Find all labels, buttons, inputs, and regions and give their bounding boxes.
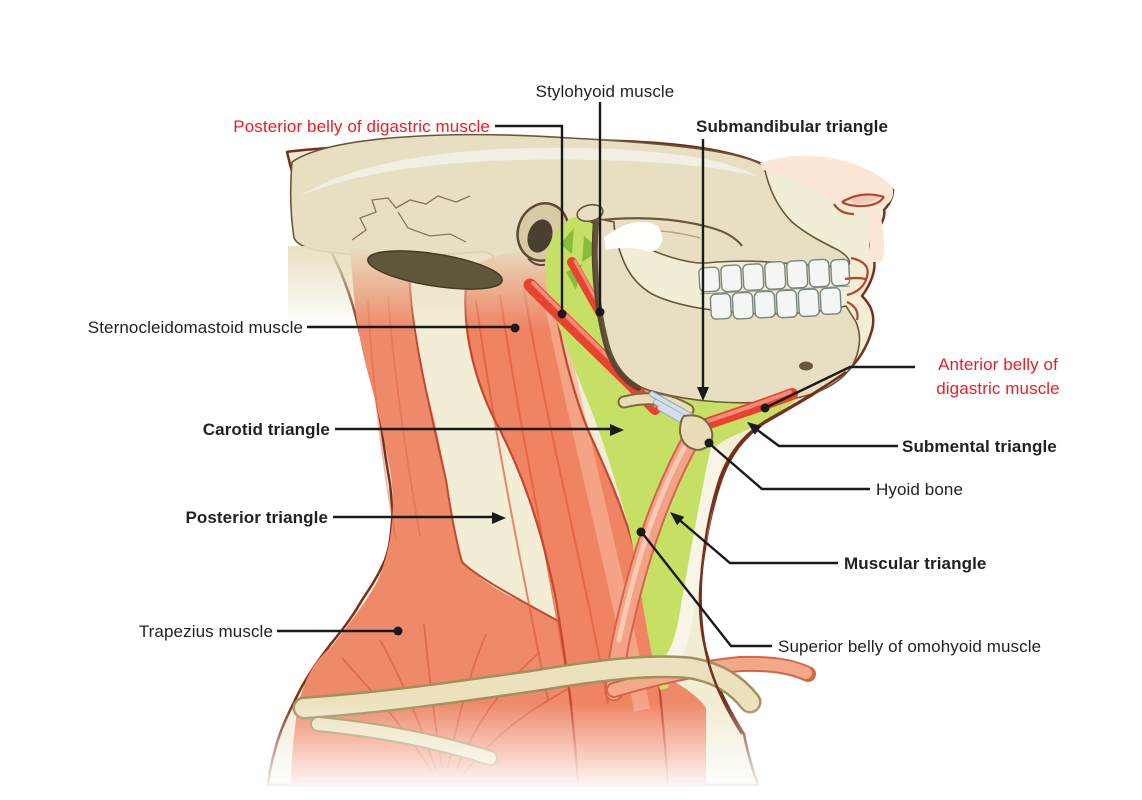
neck-profile-line xyxy=(699,370,847,735)
leader-omohyoid xyxy=(642,533,772,648)
mandibular-notch-highlight xyxy=(604,222,663,252)
leader-lines xyxy=(277,102,915,648)
label-posterior-belly-digastric: Posterior belly of digastric muscle xyxy=(233,117,490,136)
nuchal-slit xyxy=(367,250,503,290)
nose-lips-detail xyxy=(833,193,885,321)
leader-dots xyxy=(393,307,770,636)
skull-cap-highlight xyxy=(300,147,756,196)
label-muscular-triangle: Muscular triangle xyxy=(844,554,987,573)
label-submandibular-triangle: Submandibular triangle xyxy=(696,117,889,136)
leader-posterior-digastric xyxy=(495,124,564,311)
label-trapezius-muscle: Trapezius muscle xyxy=(138,622,273,641)
label-sternocleidomastoid-muscle: Sternocleidomastoid muscle xyxy=(87,318,303,337)
leader-hyoid xyxy=(710,444,870,491)
mental-foramen xyxy=(799,361,813,371)
teeth xyxy=(698,258,851,320)
label-submental-triangle: Submental triangle xyxy=(902,437,1057,456)
leader-muscular xyxy=(675,516,838,565)
bottom-fade xyxy=(220,702,940,800)
throat-skin-strip xyxy=(665,446,725,666)
label-stylohyoid-muscle: Stylohyoid muscle xyxy=(535,82,675,101)
leader-submental xyxy=(751,425,898,448)
hyoid-bone xyxy=(617,391,714,452)
ramus-posterior-border xyxy=(591,219,641,391)
suture-lines xyxy=(351,195,471,241)
mandible xyxy=(576,203,861,404)
ear-canal xyxy=(516,202,570,267)
anterior-digastric-muscle xyxy=(694,388,798,432)
label-anterior-belly-digastric: Anterior belly of digastric muscle xyxy=(936,355,1060,398)
scm-striations xyxy=(475,289,609,707)
label-carotid-triangle: Carotid triangle xyxy=(202,420,330,439)
label-superior-belly-omohyoid: Superior belly of omohyoid muscle xyxy=(778,637,1042,656)
leader-arrowheads xyxy=(492,387,762,526)
label-posterior-triangle: Posterior triangle xyxy=(185,508,328,527)
leader-anterior-digastric xyxy=(766,365,915,409)
condyle xyxy=(576,203,604,223)
label-hyoid-bone: Hyoid bone xyxy=(876,480,964,499)
